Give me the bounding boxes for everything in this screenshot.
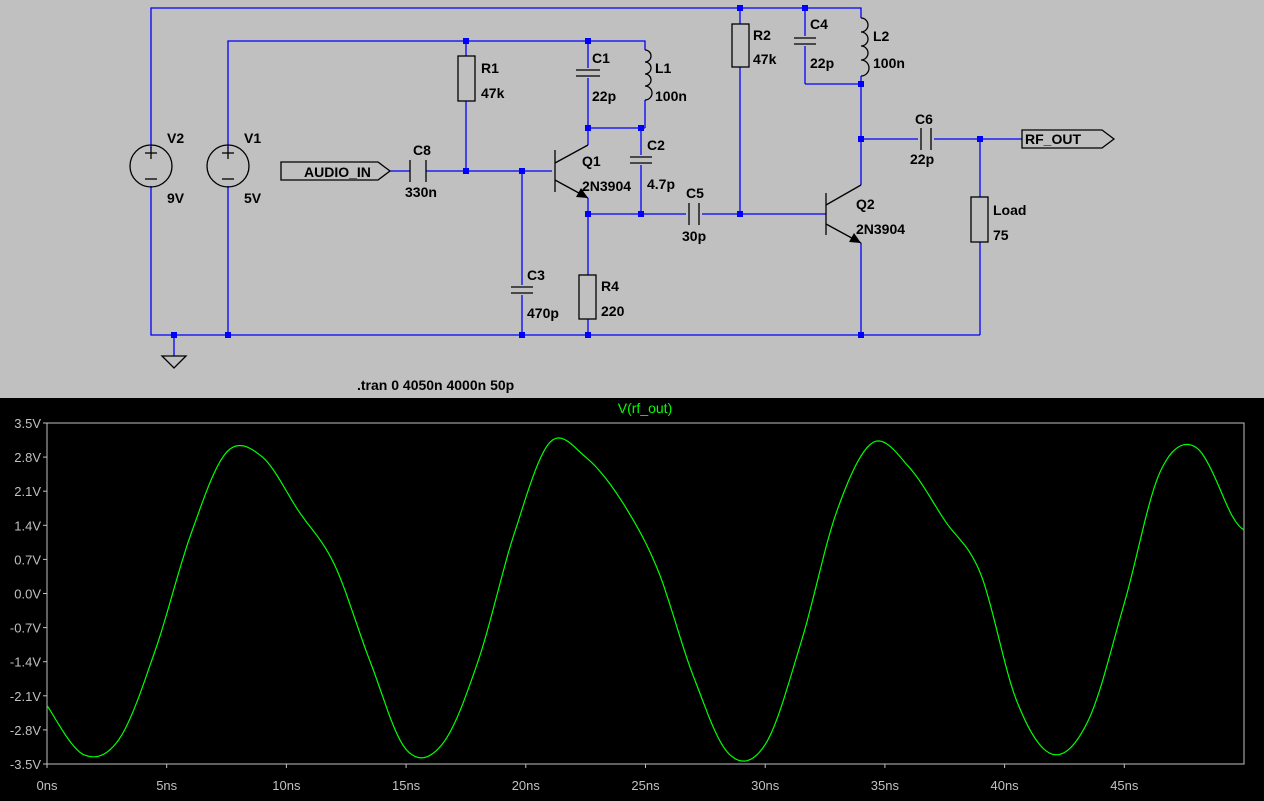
c2-name: C2 <box>647 137 665 153</box>
c3-value: 470p <box>527 305 559 321</box>
c6-value: 22p <box>910 151 934 167</box>
c4-name: C4 <box>810 16 828 32</box>
trace-v-rf-out[interactable] <box>46 437 1245 762</box>
capacitor-c8[interactable]: C8 330n <box>405 142 437 200</box>
resistor-r2[interactable]: R2 47k <box>731 23 777 68</box>
x-tick-label: 25ns <box>631 778 660 793</box>
x-tick-label: 5ns <box>156 778 177 793</box>
v1-name: V1 <box>244 130 261 146</box>
x-tick-label: 45ns <box>1110 778 1139 793</box>
y-tick-label: 3.5V <box>14 416 41 431</box>
schematic-canvas[interactable]: V2 9V V1 5V R1 47k C1 22p L1 100n C2 4.7… <box>0 0 1264 398</box>
c1-value: 22p <box>592 88 616 104</box>
capacitor-c5[interactable]: C5 30p <box>682 185 706 244</box>
plot-frame <box>46 422 1245 765</box>
port-audio-in[interactable]: AUDIO_IN <box>280 161 392 181</box>
source-v2[interactable]: V2 9V <box>129 130 185 206</box>
c4-value: 22p <box>810 55 834 71</box>
q2-value: 2N3904 <box>856 221 905 237</box>
l2-name: L2 <box>873 28 890 44</box>
x-tick-label: 15ns <box>392 778 421 793</box>
ground-icon <box>160 355 188 369</box>
capacitor-c1[interactable]: C1 22p <box>576 50 616 104</box>
x-tick-label: 20ns <box>512 778 541 793</box>
source-v1[interactable]: V1 5V <box>206 130 262 206</box>
q1-value: 2N3904 <box>582 178 631 194</box>
r1-name: R1 <box>481 60 499 76</box>
y-tick-label: -0.7V <box>10 621 41 636</box>
capacitor-c6[interactable]: C6 22p <box>910 111 934 167</box>
x-tick-label: 40ns <box>990 778 1019 793</box>
y-tick-label: 0.7V <box>14 552 41 567</box>
r4-value: 220 <box>601 303 625 319</box>
inductor-l1[interactable]: L1 100n <box>644 49 687 104</box>
resistor-load[interactable]: Load 75 <box>970 196 1026 243</box>
c2-value: 4.7p <box>647 176 675 192</box>
y-tick-label: 2.1V <box>14 484 41 499</box>
inductor-l2[interactable]: L2 100n <box>860 17 905 77</box>
x-tick-label: 35ns <box>871 778 900 793</box>
l2-value: 100n <box>873 55 905 71</box>
l1-value: 100n <box>655 88 687 104</box>
c6-name: C6 <box>915 111 933 127</box>
c8-value: 330n <box>405 184 437 200</box>
v1-value: 5V <box>244 190 262 206</box>
waveform-panel[interactable]: V(rf_out) 3.5V 2.8V 2.1V 1.4V 0.7V 0.0V -0.7V -… <box>0 398 1264 796</box>
schematic-panel[interactable]: V2 9V V1 5V R1 47k C1 22p L1 100n C2 4.7… <box>0 0 1264 398</box>
audio-in-label: AUDIO_IN <box>304 164 371 180</box>
y-tick-label: -2.1V <box>10 689 41 704</box>
v2-value: 9V <box>167 190 185 206</box>
capacitor-c4[interactable]: C4 22p <box>794 16 834 71</box>
c5-value: 30p <box>682 228 706 244</box>
q1-name: Q1 <box>582 153 601 169</box>
waveform-canvas[interactable]: V(rf_out) 3.5V 2.8V 2.1V 1.4V 0.7V 0.0V -0.7V -… <box>0 398 1264 796</box>
y-tick-label: -1.4V <box>10 655 41 670</box>
r1-value: 47k <box>481 85 505 101</box>
y-tick-label: -3.5V <box>10 757 41 772</box>
port-rf-out[interactable]: RF_OUT <box>1021 129 1116 149</box>
resistor-r4[interactable]: R4 220 <box>578 274 625 320</box>
r4-name: R4 <box>601 278 619 294</box>
y-tick-label: -2.8V <box>10 723 41 738</box>
v2-name: V2 <box>167 130 184 146</box>
r2-value: 47k <box>753 51 777 67</box>
resistor-r1[interactable]: R1 47k <box>457 55 505 102</box>
c8-name: C8 <box>413 142 431 158</box>
y-tick-label: 0.0V <box>14 587 41 602</box>
load-value: 75 <box>993 227 1009 243</box>
chart-title: V(rf_out) <box>618 400 672 416</box>
x-tick-label: 10ns <box>272 778 301 793</box>
y-tick-label: 1.4V <box>14 518 41 533</box>
x-tick-label: 0ns <box>37 778 58 793</box>
y-tick-label: 2.8V <box>14 450 41 465</box>
rf-out-label: RF_OUT <box>1025 131 1081 147</box>
r2-name: R2 <box>753 27 771 43</box>
c3-name: C3 <box>527 267 545 283</box>
x-tick-label: 30ns <box>751 778 780 793</box>
transistor-q2[interactable]: Q2 2N3904 <box>825 184 905 244</box>
junctions <box>171 5 983 338</box>
q2-name: Q2 <box>856 196 875 212</box>
spice-directive[interactable]: .tran 0 4050n 4000n 50p <box>357 377 514 393</box>
c1-name: C1 <box>592 50 610 66</box>
capacitor-c3[interactable]: C3 470p <box>511 267 559 321</box>
load-name: Load <box>993 202 1026 218</box>
l1-name: L1 <box>655 60 672 76</box>
transistor-q1[interactable]: Q1 2N3904 <box>554 144 631 199</box>
axis-ticks: 3.5V 2.8V 2.1V 1.4V 0.7V 0.0V -0.7V -1.4V -2.1V -… <box>10 416 1139 793</box>
wires <box>150 7 1022 356</box>
capacitor-c2[interactable]: C2 4.7p <box>630 137 675 192</box>
c5-name: C5 <box>686 185 704 201</box>
